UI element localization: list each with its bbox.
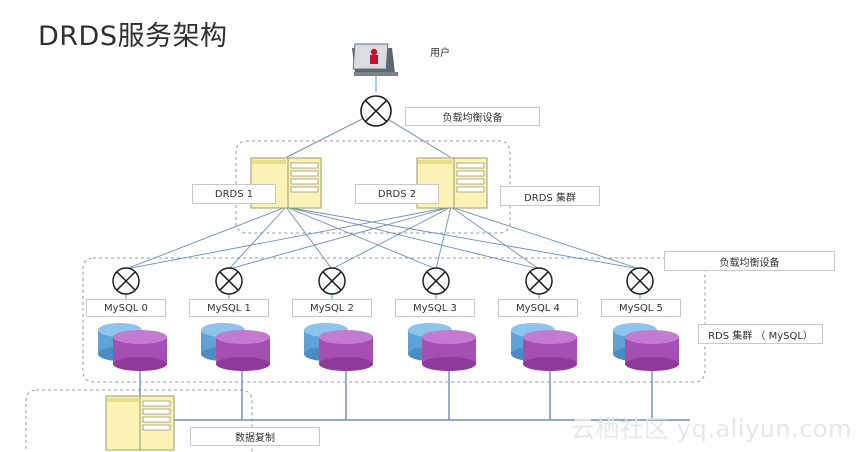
lb-2-icon (318, 267, 346, 295)
mysql-2-label: MySQL 2 (292, 299, 372, 317)
rds-cluster-group (82, 257, 706, 383)
mysql-0-label: MySQL 0 (86, 299, 166, 317)
page-title: DRDS服务架构 (38, 21, 228, 52)
replication-label: 数据复制 (190, 427, 320, 446)
lb-row-label: 负载均衡设备 (664, 251, 835, 271)
mysql-0-database-icon (98, 323, 167, 371)
user-label: 用户 (430, 48, 450, 59)
watermark: 云栖社区 yq.aliyun.com (570, 415, 852, 443)
lb-top-label: 负载均衡设备 (405, 107, 540, 126)
replica-group (25, 389, 253, 452)
rds-cluster-label: RDS 集群 （ MySQL） (698, 324, 823, 344)
drds-to-lb-links (125, 206, 641, 270)
mysql-1-label: MySQL 1 (189, 299, 269, 317)
mysql-3-database-icon (408, 323, 476, 371)
mysql-1-database-icon (201, 323, 270, 371)
mysql-2-database-icon (304, 323, 373, 371)
mysql-4-label: MySQL 4 (498, 299, 578, 317)
lb-top-icon (360, 95, 392, 127)
lb-0-icon (112, 267, 140, 295)
drds-2-label: DRDS 2 (355, 184, 439, 204)
lb-4-icon (525, 267, 553, 295)
mysql-5-label: MySQL 5 (601, 299, 681, 317)
replication-links (139, 368, 690, 421)
lb-5-icon (626, 267, 654, 295)
mysql-4-database-icon (511, 323, 577, 371)
drds-2-server-icon (416, 157, 488, 209)
lb-1-icon (215, 267, 243, 295)
lb-3-icon (422, 267, 450, 295)
mysql-3-label: MySQL 3 (395, 299, 475, 317)
user-monitor-icon (352, 43, 398, 76)
replica-server-icon (105, 395, 175, 451)
mysql-5-database-icon (613, 323, 679, 371)
drds-1-label: DRDS 1 (192, 184, 276, 204)
drds-cluster-label: DRDS 集群 (500, 186, 600, 206)
